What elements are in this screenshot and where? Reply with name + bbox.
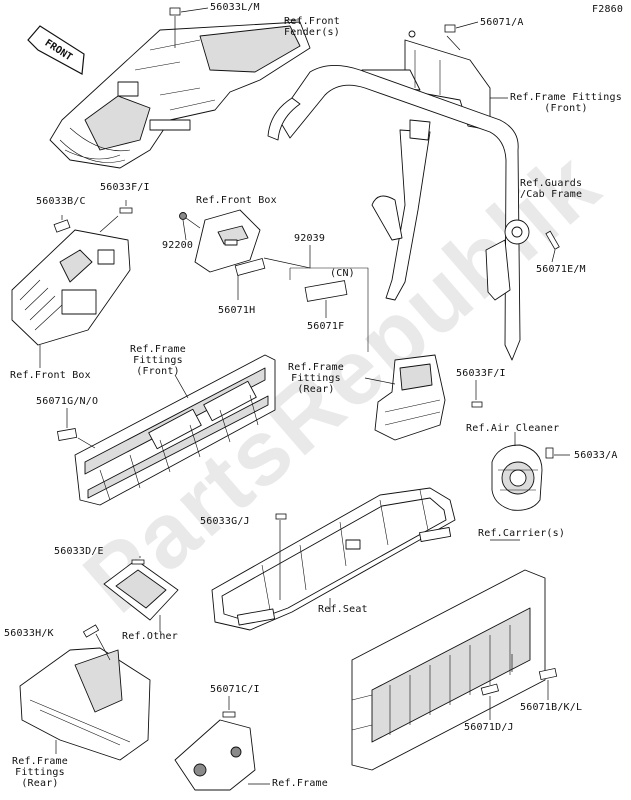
sticker-56071A: [444, 24, 456, 33]
label-ref-frame-fittings-rear-mid: Ref.Frame Fittings (Rear): [288, 362, 344, 395]
label-56071A: 56071/A: [480, 17, 524, 28]
label-56033A: 56033/A: [574, 450, 618, 461]
label-56071CI: 56071C/I: [210, 684, 260, 695]
diagram-code: F2860: [592, 4, 624, 15]
label-56033BC: 56033B/C: [36, 196, 86, 207]
label-ref-air-cleaner: Ref.Air Cleaner: [466, 423, 560, 434]
cab-frame-part: [267, 65, 530, 361]
sticker-56033A: [545, 447, 554, 459]
seat-frame-part: [211, 487, 456, 631]
air-cleaner-part: [491, 444, 543, 511]
sticker-56033LM: [169, 7, 181, 16]
other-tray-part: [103, 559, 179, 621]
label-56033FI-top: 56033F/I: [100, 182, 150, 193]
label-56071H: 56071H: [218, 305, 256, 316]
label-ref-other: Ref.Other: [122, 631, 178, 642]
frame-fitting-rear-mid-part: [374, 354, 446, 441]
frame-bottom-part: [174, 719, 256, 791]
label-ref-frame-bottom: Ref.Frame: [272, 778, 328, 789]
sticker-56071BKL: [538, 667, 558, 681]
label-56033HK: 56033H/K: [4, 628, 54, 639]
label-56071DJ: 56071D/J: [464, 722, 514, 733]
label-92039: 92039: [294, 233, 326, 244]
label-56071GNO: 56071G/N/O: [36, 396, 99, 407]
label-ref-front-fender: Ref.Front Fender(s): [284, 16, 340, 38]
label-56033GJ: 56033G/J: [200, 516, 250, 527]
frame-fitting-rear-bottom-part: [19, 647, 151, 761]
sticker-56033BC: [53, 219, 71, 233]
sticker-56071DJ: [480, 683, 499, 696]
label-ref-frame-fittings-rear-bottom: Ref.Frame Fittings (Rear): [12, 756, 68, 789]
sticker-56033FI-top: [119, 207, 133, 214]
label-56071BKL: 56071B/K/L: [520, 702, 583, 713]
clip-92200: [179, 212, 187, 220]
label-92200: 92200: [162, 240, 194, 251]
label-ref-frame-fittings-front-mid: Ref.Frame Fittings (Front): [130, 344, 186, 377]
label-ref-carriers: Ref.Carrier(s): [478, 528, 566, 539]
label-ref-frame-fittings-front-top: Ref.Frame Fittings (Front): [510, 92, 622, 114]
front-fender-part: [49, 21, 311, 169]
sticker-56033DE: [131, 559, 145, 565]
sticker-56071EM: [545, 230, 560, 250]
label-ref-guards-cab: Ref.Guards /Cab Frame: [520, 178, 583, 200]
label-ref-front-box-left: Ref.Front Box: [10, 370, 91, 381]
sticker-56033HK: [82, 624, 100, 638]
sticker-56071H: [234, 258, 266, 276]
front-arrow-badge: FRONT: [27, 25, 85, 75]
label-cn: (CN): [330, 268, 355, 279]
label-ref-seat: Ref.Seat: [318, 604, 368, 615]
label-56033FI-mid: 56033F/I: [456, 368, 506, 379]
label-56071EM: 56071E/M: [536, 264, 586, 275]
sticker-56033FI-mid: [471, 401, 483, 408]
carrier-panel-part: [351, 569, 546, 771]
front-box-center-part: [194, 209, 261, 273]
label-56071F: 56071F: [307, 321, 345, 332]
front-box-part: [11, 229, 131, 346]
sticker-56071GNO: [56, 428, 78, 441]
label-56033DE: 56033D/E: [54, 546, 104, 557]
sticker-56033GJ: [275, 513, 287, 520]
bed-wall-panel-part: [74, 354, 276, 506]
label-56033LM: 56033L/M: [210, 2, 260, 13]
label-ref-front-box-top: Ref.Front Box: [196, 195, 277, 206]
sticker-56071CI: [222, 711, 236, 718]
sticker-56071F: [304, 280, 348, 302]
